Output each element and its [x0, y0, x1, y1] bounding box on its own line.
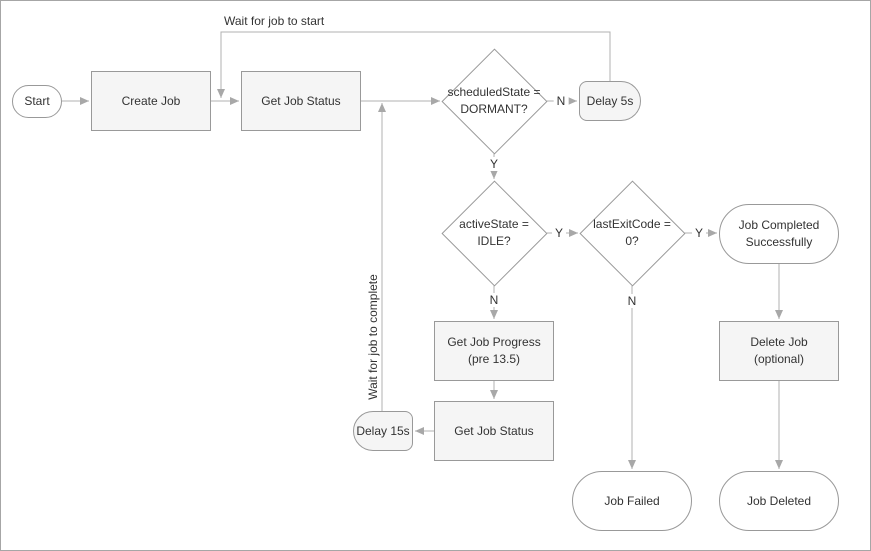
label-active-state-yes: Y [551, 226, 567, 240]
node-get-job-status-2: Get Job Status [434, 401, 554, 461]
label-scheduled-state-no: N [553, 94, 569, 108]
label-wait-for-job-to-start: Wait for job to start [224, 14, 325, 28]
label-active-state-no: N [486, 293, 502, 307]
node-get-job-progress: Get Job Progress (pre 13.5) [434, 321, 554, 381]
label-scheduled-state-yes: Y [486, 157, 502, 171]
decision-label: activeState = IDLE? [459, 217, 529, 248]
node-scheduled-state-decision: scheduledState = DORMANT? [441, 48, 548, 155]
node-active-state-decision: activeState = IDLE? [441, 180, 548, 287]
label-last-exit-yes: Y [691, 226, 707, 240]
node-last-exit-code-decision: lastExitCode = 0? [579, 180, 686, 287]
node-get-job-status-1: Get Job Status [241, 71, 361, 131]
label-last-exit-no: N [624, 294, 640, 308]
decision-label: lastExitCode = 0? [593, 217, 671, 248]
node-delay-15s: Delay 15s [353, 411, 413, 451]
node-job-completed: Job Completed Successfully [719, 204, 839, 264]
node-delete-job: Delete Job (optional) [719, 321, 839, 381]
node-job-failed: Job Failed [572, 471, 692, 531]
node-delay-5s: Delay 5s [579, 81, 641, 121]
node-start: Start [12, 85, 62, 118]
decision-label: scheduledState = DORMANT? [447, 85, 541, 116]
node-job-deleted: Job Deleted [719, 471, 839, 531]
label-wait-for-job-to-complete: Wait for job to complete [366, 274, 380, 400]
node-create-job: Create Job [91, 71, 211, 131]
edge-delay5-loop-wait-for-start [217, 31, 611, 98]
